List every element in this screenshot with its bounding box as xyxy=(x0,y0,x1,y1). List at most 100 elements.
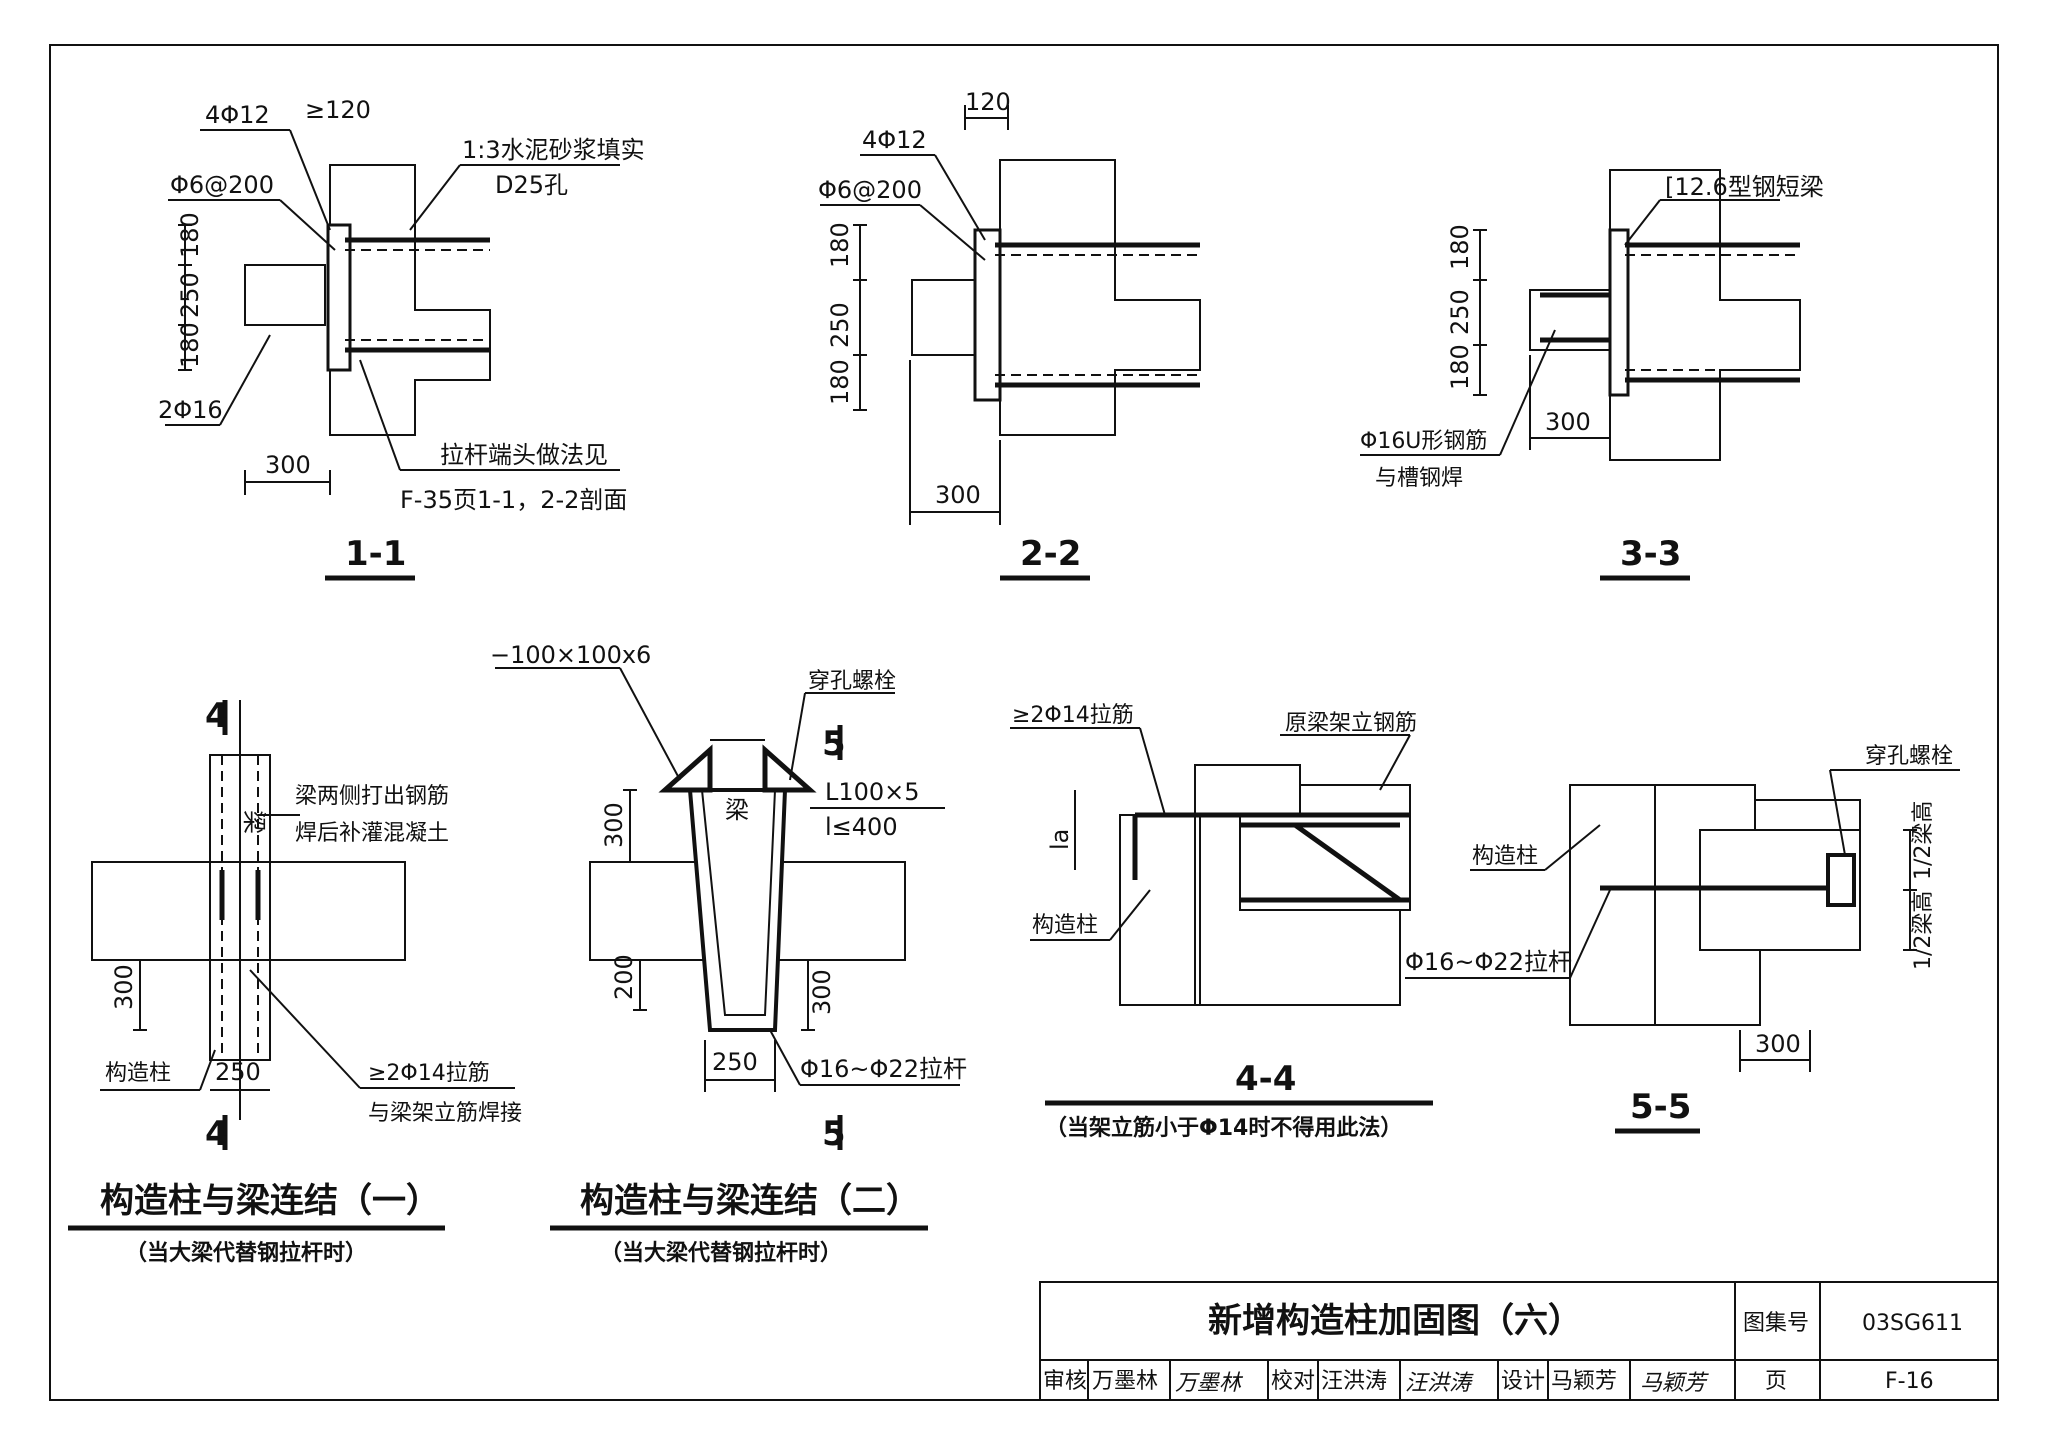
review-label: 审核 xyxy=(1043,1369,1087,1394)
label-dim-250: 250 xyxy=(826,302,854,348)
label-dim-300: 300 xyxy=(110,964,138,1010)
label-rod: Φ16~Φ22拉杆 xyxy=(800,1055,967,1083)
wall-hatch xyxy=(999,159,1201,436)
subcaption-connection-2: （当大梁代替钢拉杆时） xyxy=(600,1240,842,1266)
wall-hatch xyxy=(589,861,906,961)
beam-stub xyxy=(244,264,326,326)
label-top-bars: 4Φ12 xyxy=(862,126,927,154)
label-column: 构造柱 xyxy=(105,1061,171,1086)
wall-hatch xyxy=(91,861,406,961)
label-beam: 梁 xyxy=(240,810,268,834)
original-beam xyxy=(1239,814,1411,911)
label-dim-120: 120 xyxy=(965,88,1011,116)
label-tie-1: ≥2Φ14拉筋 xyxy=(368,1061,490,1086)
designer-name: 马颖芳 xyxy=(1551,1369,1617,1394)
wall-hatch xyxy=(1654,784,1761,1026)
drawing-title: 新增构造柱加固图（六） xyxy=(1208,1301,1582,1341)
label-dim-180b: 180 xyxy=(1446,344,1474,390)
label-dim-300b: 300 xyxy=(808,969,836,1015)
label-bottom-bars: 2Φ16 xyxy=(158,396,223,424)
label-width-300: 300 xyxy=(1755,1030,1801,1058)
atlas-label: 图集号 xyxy=(1743,1311,1809,1336)
label-dim-180b: 180 xyxy=(826,359,854,405)
beam-stub xyxy=(911,279,983,356)
reviewer-signature: 万墨林 xyxy=(1175,1371,1244,1396)
section-5-5: 穿孔螺栓 构造柱 1/2梁高 1/2梁高 Φ16~Φ22拉杆 300 5-5 xyxy=(1405,744,1960,1134)
section-2-2: 120 4Φ12 Φ6@200 180 250 180 300 2-2 xyxy=(818,88,1201,581)
title-block: 新增构造柱加固图（六） 图集号 03SG611 审核 万墨林 万墨林 校对 汪洪… xyxy=(1039,1281,1999,1401)
label-u-bar-1: Φ16U形钢筋 xyxy=(1360,429,1487,454)
connection-1: 4 4 梁 梁两侧打出钢筋 焊后补灌混凝土 300 构造柱 250 ≥2Φ14拉… xyxy=(68,696,522,1266)
label-tie: ≥2Φ14拉筋 xyxy=(1012,703,1134,728)
bracket-body xyxy=(687,788,788,1032)
section-title-3-3: 3-3 xyxy=(1620,534,1681,574)
label-tie-2: 与梁架立筋焊接 xyxy=(368,1101,522,1126)
rebar-row xyxy=(1754,799,1861,831)
section-3-3: [12.6型钢短梁 180 250 180 300 Φ16U形钢筋 与槽钢焊 3… xyxy=(1360,169,1824,581)
angle-left xyxy=(658,744,713,793)
atlas-number: 03SG611 xyxy=(1862,1311,1963,1336)
label-note-2: 焊后补灌混凝土 xyxy=(295,821,449,846)
designer-signature: 马颖芳 xyxy=(1640,1371,1709,1396)
label-dim-180b: 180 xyxy=(176,322,204,368)
label-dim-180a: 180 xyxy=(1446,224,1474,270)
label-dim-250: 250 xyxy=(215,1058,261,1086)
label-column: 构造柱 xyxy=(1032,913,1098,938)
note-4-4: （当架立筋小于Φ14时不得用此法） xyxy=(1045,1115,1402,1141)
label-length: l≤400 xyxy=(825,813,898,841)
label-min-120: ≥120 xyxy=(305,96,371,124)
label-dim-200: 200 xyxy=(610,954,638,1000)
reviewer-name: 万墨林 xyxy=(1092,1369,1158,1394)
cut-mark-bottom: 4 xyxy=(205,1114,229,1154)
section-title-5-5: 5-5 xyxy=(1630,1087,1691,1127)
label-bolt: 穿孔螺栓 xyxy=(1865,744,1953,769)
label-end-detail-1: 拉杆端头做法见 xyxy=(440,441,608,469)
label-beam: 梁 xyxy=(725,796,749,824)
check-label: 校对 xyxy=(1271,1369,1315,1394)
label-half-height-bottom: 1/2梁高 xyxy=(1911,891,1936,970)
checker-signature: 汪洪涛 xyxy=(1405,1371,1474,1396)
section-4-4: ≥2Φ14拉筋 原梁架立钢筋 la 构造柱 4-4 （当架立筋小于Φ14时不得用… xyxy=(1010,703,1433,1141)
label-width-300: 300 xyxy=(265,451,311,479)
section-1-1: 4Φ12 ≥120 1:3水泥砂浆填实 D25孔 Φ6@200 180 250 … xyxy=(158,96,645,581)
design-label: 设计 xyxy=(1501,1369,1545,1394)
cut-mark-bottom: 5 xyxy=(822,1114,846,1154)
tie-column xyxy=(1569,784,1656,1026)
label-dim-250: 250 xyxy=(1446,289,1474,335)
rebar-row xyxy=(1299,784,1411,816)
label-half-height-top: 1/2梁高 xyxy=(1911,801,1936,880)
label-dim-250: 250 xyxy=(176,272,204,318)
wall-hatch xyxy=(1194,764,1401,1006)
label-dim-300a: 300 xyxy=(600,802,628,848)
label-width-300: 300 xyxy=(1545,408,1591,436)
label-column: 构造柱 xyxy=(1472,844,1538,869)
label-plate: −100×100x6 xyxy=(490,641,651,669)
label-stirrup: Φ6@200 xyxy=(170,171,274,199)
label-grout: 1:3水泥砂浆填实 xyxy=(462,136,645,164)
label-channel: [12.6型钢短梁 xyxy=(1665,173,1824,201)
connection-2: −100×100x6 穿孔螺栓 5 5 L100×5 l≤400 梁 300 2… xyxy=(490,641,967,1266)
tie-column xyxy=(1119,814,1201,1006)
subcaption-connection-1: （当大梁代替钢拉杆时） xyxy=(125,1240,367,1266)
wall-hatch xyxy=(329,164,491,436)
label-dim-250: 250 xyxy=(712,1048,758,1076)
angle-right xyxy=(762,744,817,793)
cut-mark-top: 5 xyxy=(822,724,846,764)
label-u-bar-2: 与槽钢焊 xyxy=(1375,466,1463,491)
end-plate xyxy=(326,223,352,372)
checker-name: 汪洪涛 xyxy=(1321,1369,1387,1394)
caption-connection-1: 构造柱与梁连结（一） xyxy=(100,1181,440,1221)
label-dim-180a: 180 xyxy=(826,222,854,268)
page-number: F-16 xyxy=(1885,1369,1934,1394)
label-la: la xyxy=(1046,829,1074,850)
section-title-2-2: 2-2 xyxy=(1020,534,1081,574)
channel-plate xyxy=(1608,228,1630,397)
label-top-bars: 4Φ12 xyxy=(205,101,270,129)
label-angle: L100×5 xyxy=(825,778,920,806)
label-stirrup: Φ6@200 xyxy=(818,176,922,204)
label-dim-180a: 180 xyxy=(176,212,204,258)
label-end-detail-2: F-35页1-1，2-2剖面 xyxy=(400,486,627,514)
page-label: 页 xyxy=(1765,1369,1787,1394)
